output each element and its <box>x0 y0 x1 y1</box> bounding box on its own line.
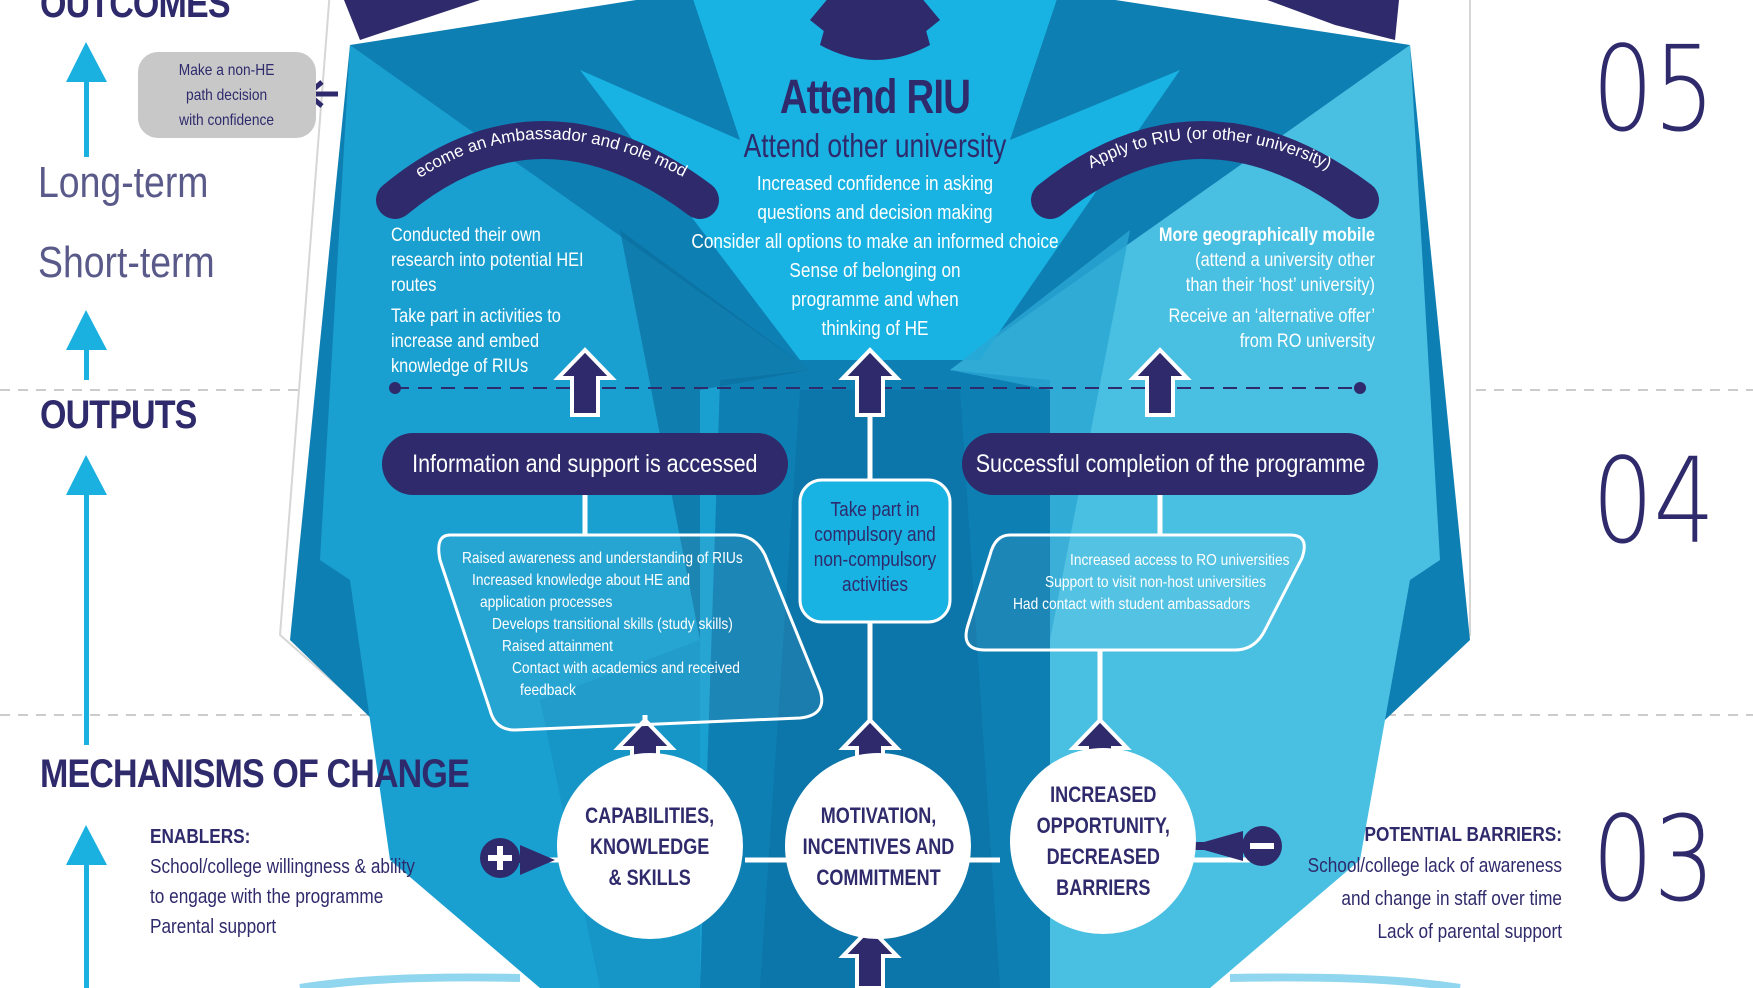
minus-icon <box>1190 826 1282 866</box>
center-line: programme and when <box>791 289 959 311</box>
shade-left <box>620 230 810 640</box>
enablers-line: to engage with the programme <box>150 886 384 908</box>
pill-successful-completion: Successful completion of the programme <box>962 433 1378 495</box>
enablers-line: Parental support <box>150 916 277 938</box>
barriers-line: and change in staff over time <box>1341 888 1562 910</box>
left-output-item: Contact with academics and received <box>512 660 740 677</box>
center-outcome-block: Attend RIU Attend other university Incre… <box>640 70 1110 344</box>
left-outputs-list: Raised awareness and understanding of RI… <box>460 548 800 702</box>
right-outcome-line: than their ‘host’ university) <box>1185 275 1375 296</box>
center-arrow-shape <box>580 0 1180 360</box>
circle-center-line: MOTIVATION, <box>820 802 936 828</box>
activities-line: activities <box>842 574 908 596</box>
right-outcome-line: Receive an ‘alternative offer’ <box>1168 306 1375 327</box>
pill-left-label: Information and support is accessed <box>412 449 758 478</box>
non-he-line1: Make a non-HE <box>179 61 275 79</box>
right-outcome-line: (attend a university other <box>1195 250 1375 271</box>
circle-center-line: COMMITMENT <box>815 864 941 890</box>
plus-icon <box>480 838 555 878</box>
left-outcome-line: Take part in activities to <box>391 306 561 327</box>
left-outcome-line: increase and embed <box>391 331 540 352</box>
arc-left-band <box>376 121 719 219</box>
circle-center-line: INCENTIVES AND <box>802 833 954 859</box>
vertical-arrows <box>66 42 107 988</box>
right-outcomes-block: More geographically mobile (attend a uni… <box>1126 223 1375 354</box>
barriers-line: Lack of parental support <box>1377 921 1562 943</box>
non-he-box: Make a non-HE path decision with confide… <box>138 52 316 138</box>
number-04: 04 <box>1592 432 1716 570</box>
circle-right-line: INCREASED <box>1049 782 1157 807</box>
circle-motivation: MOTIVATION, INCENTIVES AND COMMITMENT <box>785 753 971 939</box>
circle-left-line: CAPABILITIES, <box>585 802 715 828</box>
left-output-item: application processes <box>480 594 613 611</box>
barriers-line: School/college lack of awareness <box>1307 855 1562 877</box>
center-line: Increased confidence in asking <box>756 173 994 195</box>
non-he-line2: path decision <box>186 86 268 104</box>
enablers-line: School/college willingness & ability <box>150 856 415 878</box>
top-banner-right <box>1267 0 1399 40</box>
left-outcome-line: research into potential HEI <box>391 250 584 271</box>
right-outcome-line: from RO university <box>1239 331 1375 352</box>
circle-opportunity: INCREASED OPPORTUNITY, DECREASED BARRIER… <box>1010 748 1196 934</box>
circle-right-line: BARRIERS <box>1055 875 1151 900</box>
left-output-item: Raised awareness and understanding of RI… <box>462 550 743 567</box>
center-activities-box <box>798 478 952 624</box>
left-outcomes-block: Conducted their own research into potent… <box>391 223 597 379</box>
pill-right-label: Successful completion of the programme <box>975 449 1365 478</box>
right-output-item: Had contact with student ambassadors <box>1013 596 1251 613</box>
right-outcome-bold: More geographically mobile <box>1158 225 1375 246</box>
activities-box-text: Take part in compulsory and non-compulso… <box>800 498 950 598</box>
left-outcome-line: Conducted their own <box>391 225 541 246</box>
barriers-block: POTENTIAL BARRIERS: School/college lack … <box>1260 820 1562 949</box>
activities-line: compulsory and <box>814 524 936 546</box>
activities-line: non-compulsory <box>813 549 937 571</box>
barriers-title: POTENTIAL BARRIERS: <box>1364 824 1562 846</box>
section-outputs: OUTPUTS <box>40 393 197 437</box>
right-output-item: Support to visit non-host universities <box>1045 574 1267 591</box>
right-output-box <box>964 533 1306 652</box>
left-output-box <box>437 533 824 732</box>
non-he-line3: with confidence <box>179 111 275 129</box>
left-output-item: feedback <box>520 682 576 699</box>
center-line: questions and decision making <box>757 202 993 224</box>
left-outcome-line: routes <box>391 275 437 296</box>
top-banner-left <box>344 0 480 40</box>
circle-left-line: & SKILLS <box>608 864 692 890</box>
center-line: thinking of HE <box>821 318 929 340</box>
center-line: Consider all options to make an informed… <box>691 231 1059 253</box>
center-line: Sense of belonging on <box>789 260 961 282</box>
left-output-item: Raised attainment <box>502 638 613 655</box>
activities-line: Take part in <box>830 499 920 521</box>
enablers-title: ENABLERS: <box>150 826 251 848</box>
circle-left-line: KNOWLEDGE <box>590 833 710 859</box>
circle-right-line: DECREASED <box>1046 844 1160 869</box>
number-05: 05 <box>1592 20 1716 158</box>
attend-other-subtitle: Attend other university <box>743 127 1007 164</box>
long-term-label: Long-term <box>38 158 209 207</box>
short-term-label: Short-term <box>38 238 215 287</box>
section-mechanisms: MECHANISMS OF CHANGE <box>40 752 470 796</box>
left-outcome-line: knowledge of RIUs <box>391 356 529 377</box>
arc-right-band <box>1031 121 1379 219</box>
bottom-arc-left <box>299 973 521 988</box>
shade-right <box>950 230 1130 640</box>
section-outcomes: OUTCOMES <box>40 0 231 26</box>
right-outputs-list: Increased access to RO universities Supp… <box>1000 550 1300 616</box>
circle-right-line: OPPORTUNITY, <box>1036 813 1170 838</box>
enablers-block: ENABLERS: School/college willingness & a… <box>150 822 450 942</box>
bottom-arc-right <box>1229 973 1461 988</box>
right-output-item: Increased access to RO universities <box>1070 552 1290 569</box>
rocket-icon <box>820 0 930 60</box>
up-arrow-icons <box>553 347 1192 988</box>
pill-information-support: Information and support is accessed <box>382 433 788 495</box>
left-output-item: Develops transitional skills (study skil… <box>492 616 733 633</box>
left-output-item: Increased knowledge about HE and <box>472 572 691 589</box>
attend-riu-title: Attend RIU <box>779 71 971 124</box>
circle-capabilities: CAPABILITIES, KNOWLEDGE & SKILLS <box>557 753 743 939</box>
number-03: 03 <box>1592 790 1716 928</box>
